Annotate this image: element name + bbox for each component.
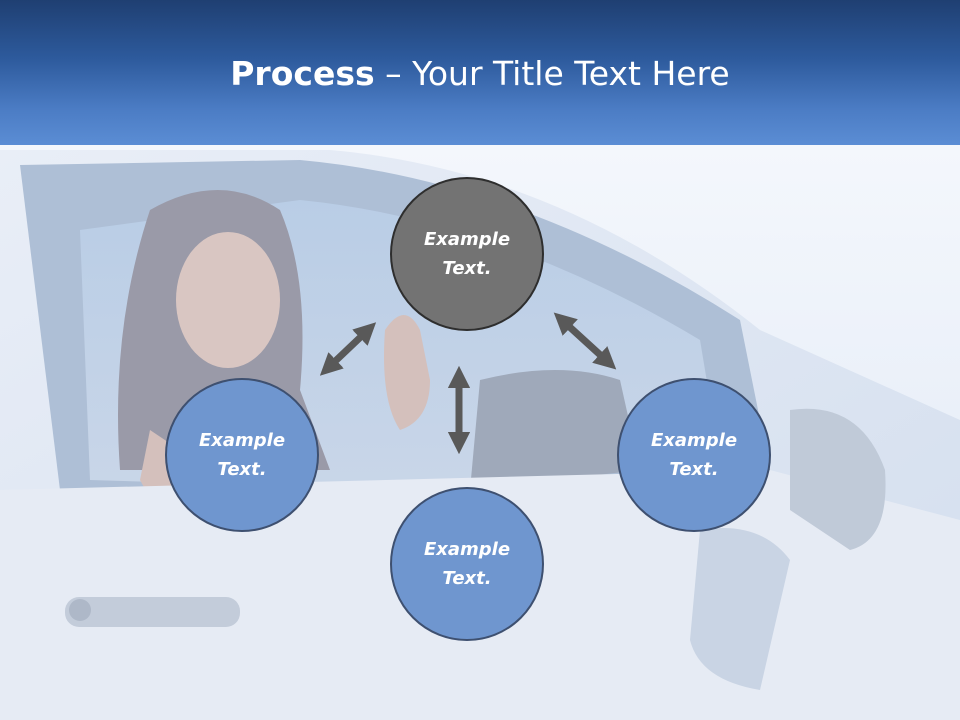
- process-node-top: Example Text.: [390, 177, 544, 331]
- header-bar: [0, 0, 960, 145]
- slide-title: Process – Your Title Text Here: [0, 52, 960, 96]
- node-left-line2: Text.: [217, 459, 267, 480]
- process-node-right: Example Text.: [617, 378, 771, 532]
- process-node-left: Example Text.: [165, 378, 319, 532]
- node-right-line1: Example: [650, 430, 738, 451]
- node-bottom-line1: Example: [423, 539, 511, 560]
- node-right-line2: Text.: [669, 459, 719, 480]
- node-top-line1: Example: [423, 229, 511, 250]
- process-node-bottom: Example Text.: [390, 487, 544, 641]
- node-bottom-line2: Text.: [442, 568, 492, 589]
- node-left-line1: Example: [198, 430, 286, 451]
- node-top-line2: Text.: [442, 258, 492, 279]
- title-bold: Process: [230, 54, 375, 93]
- title-rest: – Your Title Text Here: [374, 54, 730, 93]
